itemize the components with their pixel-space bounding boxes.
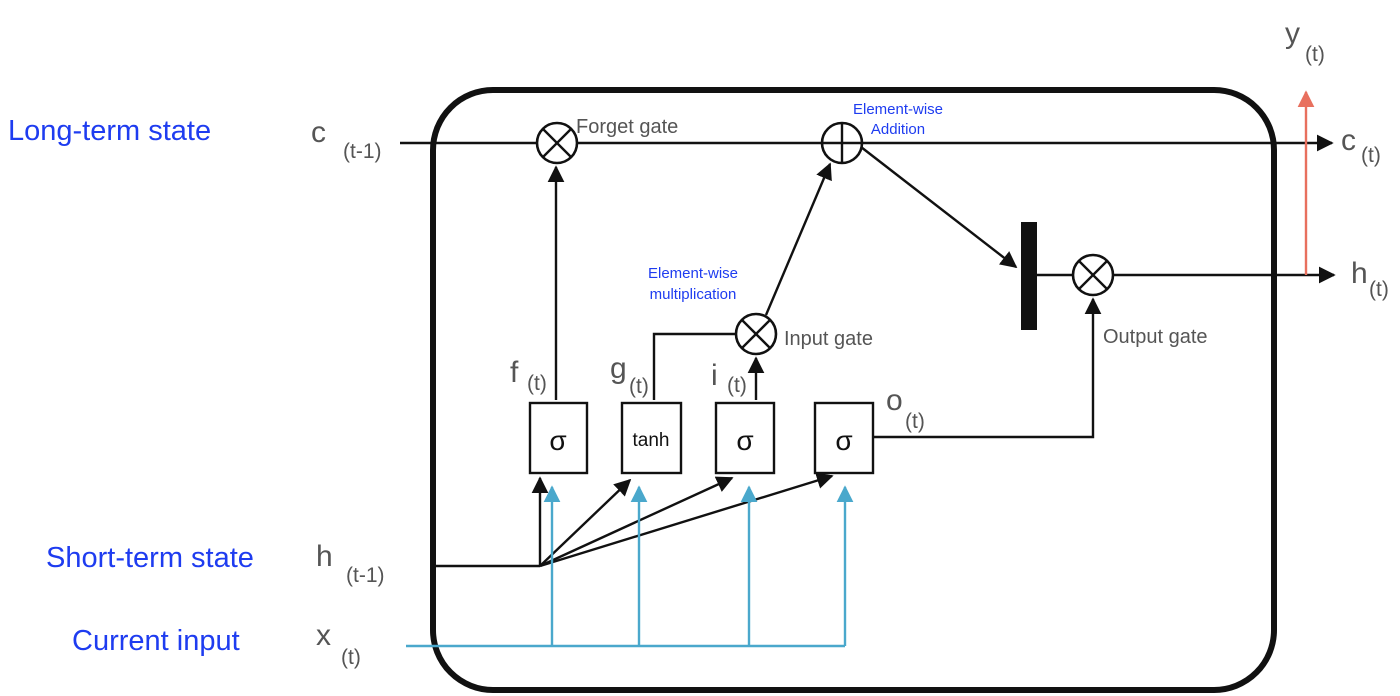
h-to-tanh-g-arrow xyxy=(539,478,632,567)
multiplication-note-line2: multiplication xyxy=(650,286,737,303)
c-prev-label: c xyxy=(311,116,326,149)
addition-note-line1: Element-wise xyxy=(853,101,943,118)
h-t-subscript: (t) xyxy=(1369,278,1389,301)
short-term-state-label: Short-term state xyxy=(46,542,254,574)
sigma-f-symbol: σ xyxy=(549,425,566,456)
o-t-label: o xyxy=(886,384,903,417)
current-input-label: Current input xyxy=(72,625,240,657)
multiplication-note-line1: Element-wise xyxy=(648,265,738,282)
input-multiply-operator xyxy=(734,312,778,356)
i-t-label: i xyxy=(711,359,718,392)
input-gate-label: Input gate xyxy=(784,328,873,350)
h-prev-label: h xyxy=(316,540,333,573)
sigma-o-box: σ xyxy=(813,401,875,475)
long-term-state-label: Long-term state xyxy=(8,115,211,147)
sigma-o-symbol: σ xyxy=(835,425,852,456)
i-t-subscript: (t) xyxy=(727,374,747,397)
addition-note-line2: Addition xyxy=(871,121,925,138)
o-to-output-gate-line xyxy=(873,297,1102,439)
cell-frame xyxy=(430,87,1277,693)
forget-multiply-operator xyxy=(535,121,579,165)
sigma-i-symbol: σ xyxy=(736,425,753,456)
g-t-label: g xyxy=(610,352,627,385)
h-t-label: h xyxy=(1351,257,1368,290)
g-t-subscript: (t) xyxy=(629,375,649,398)
c-t-label: c xyxy=(1341,124,1356,157)
h-to-sigma-i-arrow xyxy=(539,476,734,568)
x-t-label: x xyxy=(316,619,331,652)
addition-operator xyxy=(820,121,864,165)
input-gate-to-addition-arrow xyxy=(764,162,832,316)
o-t-subscript: (t) xyxy=(905,410,925,433)
x-t-subscript: (t) xyxy=(341,646,361,669)
sigma-f-box: σ xyxy=(528,401,589,475)
output-gate-label: Output gate xyxy=(1103,326,1208,348)
tanh-g-box: tanh xyxy=(620,401,683,475)
y-t-label: y xyxy=(1285,17,1300,50)
output-multiply-operator xyxy=(1071,253,1115,297)
tanh-activation-bar xyxy=(1021,222,1037,330)
h-to-sigma-o-arrow xyxy=(539,472,834,568)
c-prev-subscript: (t-1) xyxy=(343,140,382,163)
addition-to-bar-arrow xyxy=(860,146,1018,269)
y-t-subscript: (t) xyxy=(1305,43,1325,66)
g-to-input-gate-line xyxy=(652,332,735,400)
h-prev-subscript: (t-1) xyxy=(346,564,385,587)
tanh-g-label: tanh xyxy=(633,430,670,451)
f-t-subscript: (t) xyxy=(527,372,547,395)
sigma-i-box: σ xyxy=(714,401,776,475)
f-t-label: f xyxy=(510,356,519,389)
c-t-subscript: (t) xyxy=(1361,144,1381,167)
forget-gate-label: Forget gate xyxy=(576,116,678,138)
